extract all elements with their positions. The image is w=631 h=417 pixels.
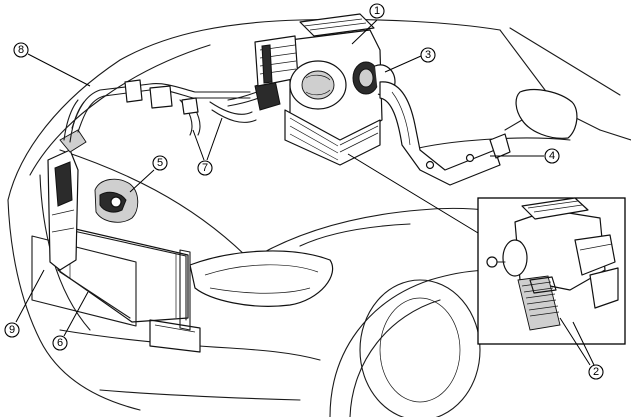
leader-8 bbox=[27, 53, 91, 87]
callout-1: 1 bbox=[369, 3, 385, 19]
leader-9 bbox=[15, 269, 45, 323]
callout-9: 9 bbox=[4, 322, 20, 338]
refrigerant-piping bbox=[63, 79, 281, 143]
callout-7: 7 bbox=[197, 160, 213, 176]
leader-3 bbox=[384, 55, 422, 73]
svg-text:6: 6 bbox=[57, 337, 63, 349]
leader-2b bbox=[572, 321, 595, 366]
svg-text:7: 7 bbox=[202, 162, 208, 174]
svg-text:8: 8 bbox=[18, 44, 24, 56]
callout-8: 8 bbox=[13, 42, 29, 58]
callout-5: 5 bbox=[152, 155, 168, 171]
leader-5 bbox=[129, 169, 155, 193]
callout-3: 3 bbox=[420, 47, 436, 63]
callout-2: 2 bbox=[588, 364, 604, 380]
hvac-unit bbox=[254, 13, 383, 166]
compressor bbox=[94, 178, 139, 223]
inset-detail bbox=[477, 197, 626, 345]
leader-1 bbox=[351, 19, 378, 45]
leader-lines bbox=[15, 19, 595, 366]
leader-7b bbox=[206, 117, 223, 161]
svg-text:5: 5 bbox=[157, 157, 163, 169]
svg-text:1: 1 bbox=[374, 5, 380, 17]
leader-6 bbox=[63, 291, 89, 337]
inset-connector-line bbox=[347, 153, 484, 237]
vehicle-body bbox=[7, 18, 631, 417]
duct-bracket bbox=[379, 81, 511, 186]
callout-6: 6 bbox=[52, 335, 68, 351]
front-frame-left bbox=[47, 129, 87, 271]
callout-4: 4 bbox=[544, 148, 560, 164]
svg-text:9: 9 bbox=[9, 324, 15, 336]
blower-motor bbox=[352, 61, 396, 96]
leader-7a bbox=[192, 129, 205, 161]
svg-text:3: 3 bbox=[425, 49, 431, 61]
svg-text:2: 2 bbox=[593, 366, 599, 378]
leader-2a bbox=[559, 317, 591, 366]
svg-text:4: 4 bbox=[549, 150, 555, 162]
